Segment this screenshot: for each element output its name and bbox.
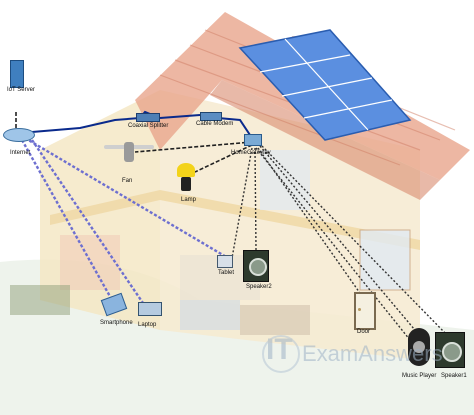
coaxial-splitter-label: Coaxial Splitter [128, 123, 169, 129]
door-icon[interactable] [354, 292, 376, 330]
watermark-logo: IT [266, 333, 293, 366]
coax-internet-splitter [31, 117, 141, 133]
wl-internet-tablet [24, 136, 229, 260]
wl-internet-laptop [31, 139, 146, 307]
coax-splitter-modem [159, 114, 201, 119]
coaxial-splitter-icon[interactable] [136, 113, 160, 122]
smartphone-label: Smartphone [100, 320, 133, 326]
speaker2-label: Speaker2 [246, 284, 272, 290]
iot-server-icon[interactable] [10, 60, 24, 88]
garden-bush [10, 285, 70, 315]
home-gateway-icon[interactable] [244, 134, 262, 146]
wireless-links [20, 136, 229, 307]
wl-gateway-speaker2 [254, 147, 257, 251]
solar-panel [238, 29, 412, 141]
coax-modem-gateway [217, 117, 253, 139]
solar-panel-grid [259, 38, 393, 131]
music-player-label: Music Player [402, 373, 437, 379]
wl-gateway-musicplayer [259, 145, 421, 337]
door-label: Door [357, 329, 371, 335]
wl-internet-smartphone [20, 139, 114, 301]
link-gateway-lamp [194, 144, 253, 173]
iot-server-label: IoT Server [7, 87, 35, 93]
dotted-links [15, 112, 253, 173]
laptop-label: Laptop [138, 322, 157, 328]
internet-router-icon[interactable] [3, 128, 35, 142]
link-gateway-fan [134, 141, 253, 153]
sofa [240, 305, 310, 335]
home-gateway-label: HomeGateway [231, 150, 271, 156]
tablet-label: Tablet [218, 270, 235, 276]
wl-gateway-extra [255, 147, 411, 341]
cable-modem-icon[interactable] [200, 112, 222, 121]
fan-icon[interactable] [104, 142, 154, 162]
cable-modem-label: Cable Modem [196, 121, 234, 127]
wl-gateway-tablet [231, 147, 253, 259]
speaker1-label: Speaker1 [441, 373, 467, 379]
gateway-links [231, 145, 449, 341]
tablet-icon[interactable] [217, 255, 233, 268]
window-upper [260, 150, 310, 210]
watermark: IT ExamAnswers [262, 333, 462, 373]
watermark-text: ExamAnswers [302, 341, 443, 366]
laptop-icon[interactable] [138, 302, 162, 316]
lamp-label: Lamp [181, 197, 197, 203]
window-arched [359, 229, 411, 291]
kitchen-appliances [180, 300, 240, 330]
music-player-icon[interactable] [408, 328, 430, 366]
watermark-ring [262, 335, 300, 373]
speaker2-icon[interactable] [243, 250, 269, 282]
internet-label: Internet [10, 150, 31, 156]
speaker1-icon[interactable] [435, 332, 465, 368]
fan-label: Fan [122, 178, 133, 184]
lamp-icon[interactable] [175, 163, 197, 193]
wl-gateway-speaker1 [261, 145, 449, 337]
